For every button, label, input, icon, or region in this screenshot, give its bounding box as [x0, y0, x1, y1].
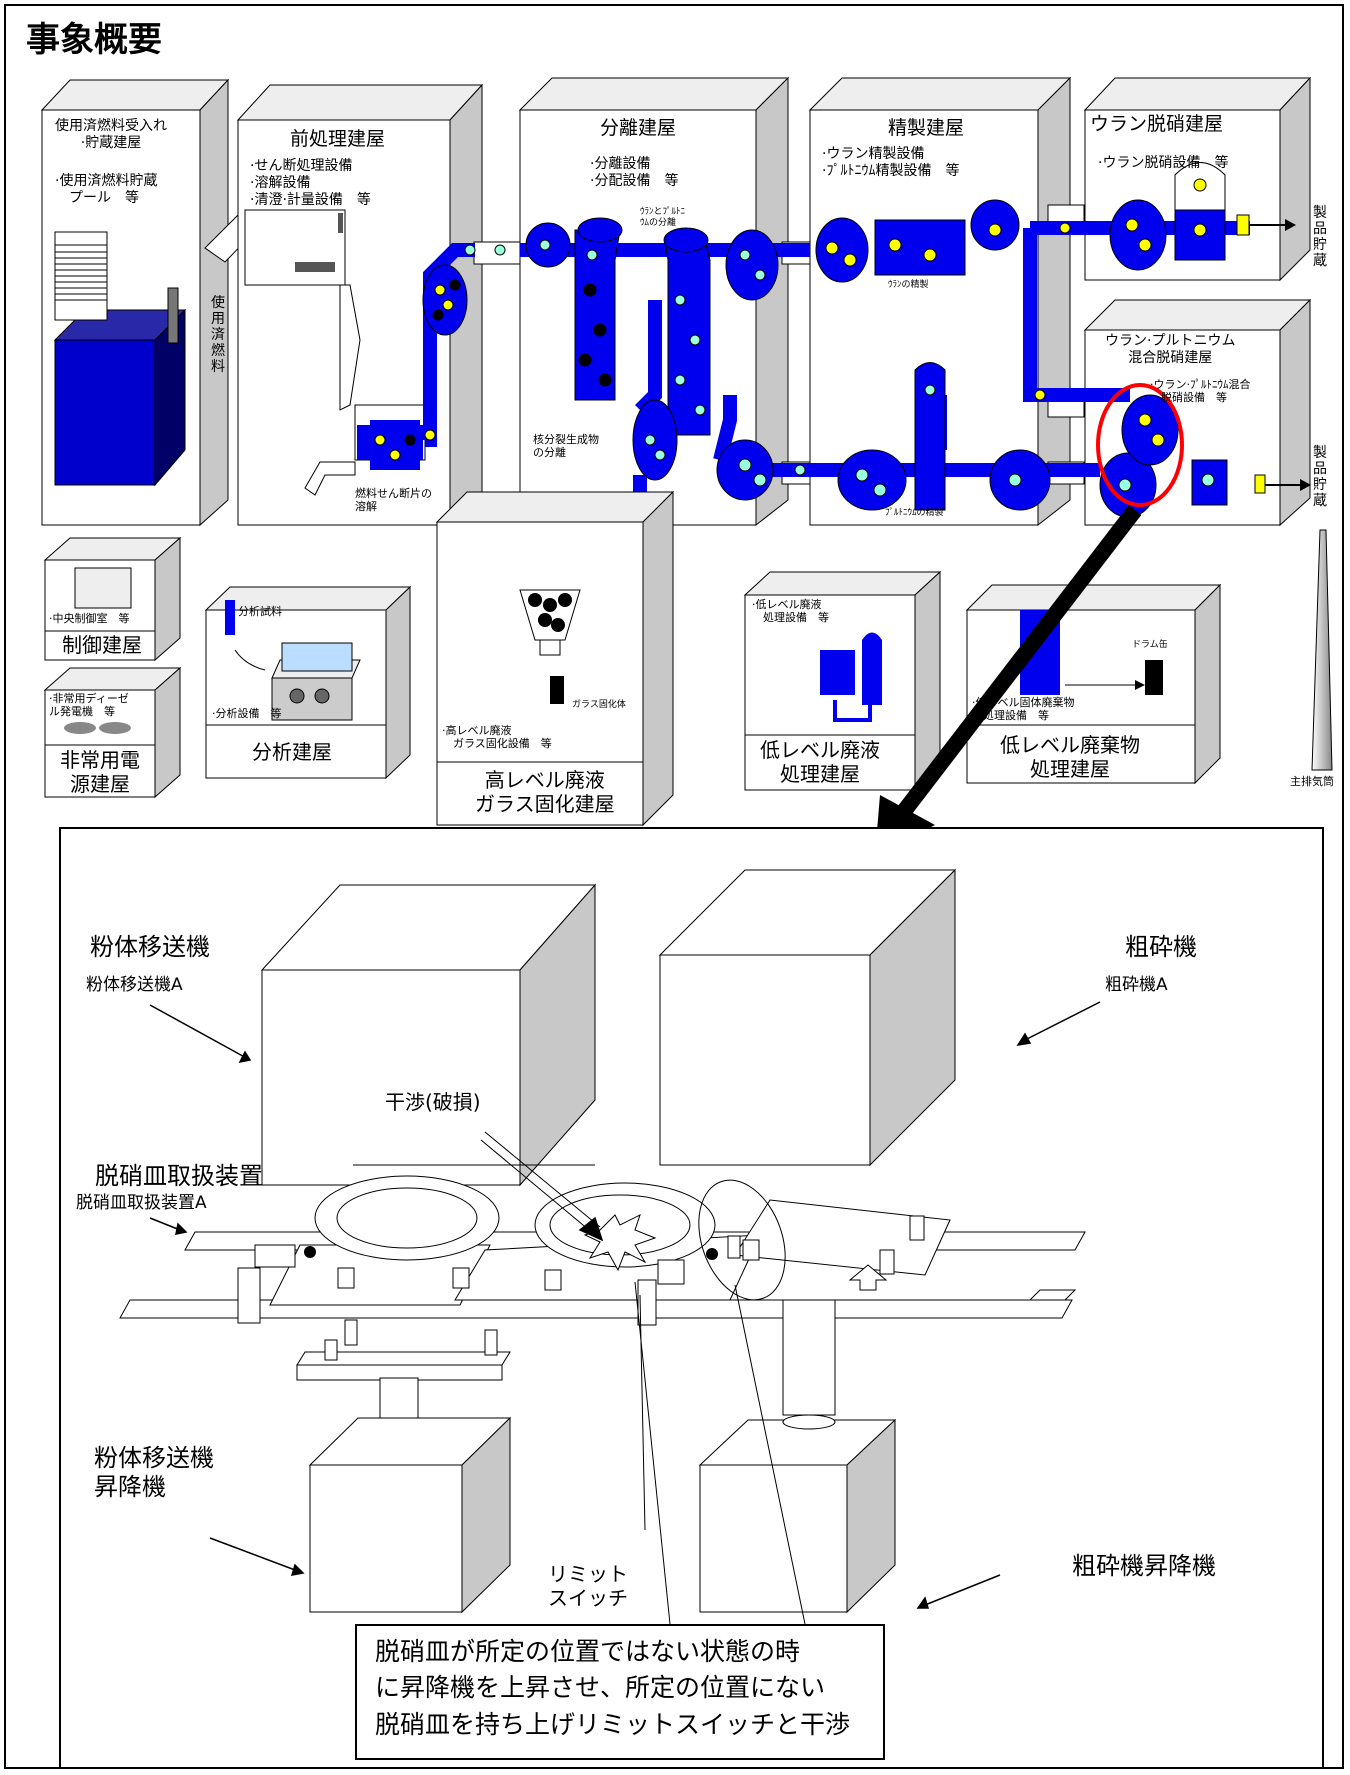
- low-liquid-building-name: 低レベル廃液 処理建屋: [760, 738, 880, 786]
- analysis-sample-label: 分析試料: [238, 605, 282, 618]
- emergency-equipment: ·非常用ディーゼ ル発電機 等: [49, 692, 129, 718]
- separation-building-name: 分離建屋: [600, 117, 676, 140]
- analysis-building-name: 分析建屋: [252, 740, 332, 764]
- incident-note: 脱硝皿が所定の位置ではない状態の時 に昇降機を上昇させ、所定の位置にない 脱硝皿…: [355, 1624, 885, 1760]
- emergency-building-name: 非常用電 源建屋: [60, 748, 140, 796]
- purification-process-1: ｳﾗﾝの精製: [888, 280, 929, 291]
- powder-lift-label: 粉体移送機 昇降機: [94, 1444, 214, 1502]
- receiving-building-name: 使用済燃料受入れ ·貯蔵建屋: [55, 118, 167, 152]
- receiving-equipment: ·使用済燃料貯蔵 プール 等: [55, 173, 157, 207]
- control-building-name: 制御建屋: [62, 633, 142, 657]
- separation-process-2: 核分裂生成物 の分離: [533, 433, 599, 459]
- headend-process-label: 燃料せん断片の 溶解: [355, 487, 432, 513]
- limit-switch-label: リミット スイッチ: [548, 1562, 628, 1610]
- separation-equipment: ·分離設備 ·分配設備 等: [590, 156, 678, 190]
- interference-label: 干渉(破損): [385, 1090, 481, 1114]
- u-denitration-building-name: ウラン脱硝建屋: [1090, 113, 1223, 136]
- mox-building-name: ウラン·プルトニウム 混合脱硝建屋: [1105, 333, 1235, 367]
- crusher-unit: 粗砕機A: [1105, 975, 1168, 995]
- separation-process-1: ｳﾗﾝとﾌﾟﾙﾄﾆ ｳﾑの分離: [640, 207, 685, 229]
- headend-building-name: 前処理建屋: [290, 128, 385, 151]
- u-denitration-equipment: ·ウラン脱硝設備 等: [1098, 155, 1228, 172]
- mox-equipment: ·ウラン·ﾌﾟﾙﾄﾆｳﾑ混合 脱硝設備 等: [1150, 378, 1251, 404]
- low-solid-equipment: ·低レベル固体廃棄物 処理設備 等: [972, 696, 1075, 722]
- crusher-lift-label: 粗砕機昇降機: [1072, 1552, 1216, 1581]
- powder-transfer-lift: [297, 1320, 510, 1612]
- vitrification-equipment: ·高レベル廃液 ガラス固化設備 等: [442, 724, 552, 750]
- page-title: 事象概要: [26, 20, 162, 61]
- low-solid-building-name: 低レベル廃棄物 処理建屋: [1000, 733, 1140, 781]
- purification-equipment: ·ウラン精製設備 ·ﾌﾟﾙﾄﾆｳﾑ精製設備 等: [822, 146, 959, 180]
- spent-fuel-label: 使用済燃料: [210, 295, 226, 375]
- crusher-machine: [660, 870, 955, 1165]
- vitrification-product: ガラス固化体: [572, 700, 626, 711]
- drum-label: ドラム缶: [1132, 640, 1168, 651]
- powder-transfer-machine: [262, 885, 595, 1185]
- low-liquid-equipment: ·低レベル廃液 処理設備 等: [752, 598, 829, 624]
- control-equipment: ·中央制御室 等: [49, 612, 130, 625]
- stack-label: 主排気筒: [1290, 775, 1334, 788]
- vitrification-building-name: 高レベル廃液 ガラス固化建屋: [475, 768, 615, 816]
- headend-equipment: ·せん断処理設備 ·溶解設備 ·清澄·計量設備 等: [250, 158, 371, 208]
- powder-transfer-title: 粉体移送機: [90, 933, 210, 962]
- tray-handler-unit: 脱硝皿取扱装置A: [76, 1193, 207, 1213]
- analysis-equipment: ·分析設備 等: [212, 707, 282, 720]
- purification-process-2: ﾌﾟﾙﾄﾆｳﾑの精製: [885, 508, 944, 519]
- powder-transfer-unit: 粉体移送機A: [86, 975, 183, 995]
- tray-handler-title: 脱硝皿取扱装置: [95, 1162, 263, 1191]
- crusher-title: 粗砕機: [1125, 933, 1197, 962]
- product-storage-label-2: 製品貯蔵: [1312, 445, 1328, 509]
- product-storage-label-1: 製品貯蔵: [1312, 205, 1328, 269]
- exhaust-stack: [1312, 530, 1332, 770]
- purification-building-name: 精製建屋: [888, 117, 964, 140]
